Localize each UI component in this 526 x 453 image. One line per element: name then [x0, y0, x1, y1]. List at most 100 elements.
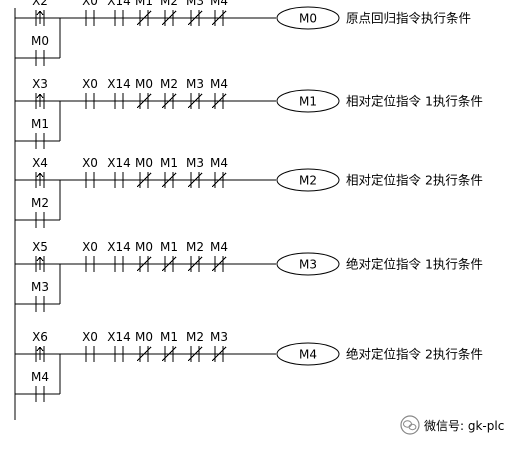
series-contact-label: M2 — [186, 330, 204, 344]
series-contact-label: X14 — [107, 156, 131, 170]
series-contact — [136, 10, 152, 26]
pulse-contact-label: X6 — [32, 330, 48, 344]
series-contact-label: X14 — [107, 330, 131, 344]
series-contact-label: X0 — [82, 77, 98, 91]
output-coil — [276, 252, 340, 276]
series-contact-label: M4 — [210, 0, 228, 8]
pulse-contact-label: X3 — [32, 77, 48, 91]
coil-label: M4 — [299, 348, 317, 362]
series-contact — [114, 93, 124, 109]
series-contact-label: M4 — [210, 156, 228, 170]
output-coil — [276, 89, 340, 113]
coil-label: M2 — [299, 174, 317, 188]
series-contact-label: M3 — [186, 0, 204, 8]
output-coil — [276, 168, 340, 192]
series-contact — [211, 256, 227, 272]
series-contact — [136, 256, 152, 272]
series-contact — [85, 10, 95, 26]
series-contact-label: X0 — [82, 240, 98, 254]
series-contact — [211, 10, 227, 26]
series-contact — [114, 256, 124, 272]
output-coil — [276, 6, 340, 30]
coil-label: M3 — [299, 258, 317, 272]
series-contact-label: M0 — [135, 240, 153, 254]
series-contact — [187, 93, 203, 109]
latch-contact — [35, 50, 45, 66]
pulse-contact-label: X5 — [32, 240, 48, 254]
series-contact — [187, 346, 203, 362]
pulse-contact-label: X2 — [32, 0, 48, 8]
pulse-contact — [35, 346, 45, 362]
latch-contact-label: M2 — [31, 196, 49, 210]
coil-label: M0 — [299, 12, 317, 26]
latch-contact — [35, 386, 45, 402]
series-contact-label: X14 — [107, 0, 131, 8]
series-contact — [187, 10, 203, 26]
series-contact — [187, 256, 203, 272]
series-contact — [211, 172, 227, 188]
series-contact-label: M0 — [135, 330, 153, 344]
pulse-contact-label: X4 — [32, 156, 48, 170]
series-contact — [161, 172, 177, 188]
rung-description: 相对定位指令 2执行条件 — [346, 173, 483, 188]
series-contact — [114, 10, 124, 26]
wechat-icon — [400, 415, 420, 435]
series-contact — [211, 346, 227, 362]
series-contact — [85, 346, 95, 362]
pulse-contact — [35, 93, 45, 109]
series-contact-label: M1 — [135, 0, 153, 8]
series-contact-label: M4 — [210, 240, 228, 254]
series-contact — [161, 93, 177, 109]
latch-contact — [35, 212, 45, 228]
series-contact-label: M0 — [135, 77, 153, 91]
rung-description: 相对定位指令 1执行条件 — [346, 94, 483, 109]
series-contact-label: X14 — [107, 77, 131, 91]
series-contact — [85, 256, 95, 272]
series-contact — [161, 256, 177, 272]
series-contact-label: X0 — [82, 0, 98, 8]
watermark-text: 微信号: gk-plc — [424, 419, 504, 433]
series-contact-label: M2 — [160, 0, 178, 8]
series-contact-label: X14 — [107, 240, 131, 254]
coil-label: M1 — [299, 95, 317, 109]
series-contact-label: M1 — [160, 330, 178, 344]
series-contact-label: M3 — [186, 77, 204, 91]
series-contact-label: X0 — [82, 330, 98, 344]
series-contact — [136, 346, 152, 362]
latch-contact-label: M4 — [31, 370, 49, 384]
series-contact — [114, 172, 124, 188]
series-contact — [85, 172, 95, 188]
rung-description: 绝对定位指令 2执行条件 — [346, 347, 483, 362]
series-contact-label: M2 — [186, 240, 204, 254]
watermark: 微信号: gk-plc — [400, 415, 504, 435]
series-contact-label: M3 — [210, 330, 228, 344]
latch-contact-label: M0 — [31, 34, 49, 48]
latch-contact — [35, 133, 45, 149]
latch-contact — [35, 296, 45, 312]
pulse-contact — [35, 10, 45, 26]
series-contact-label: M2 — [160, 77, 178, 91]
output-coil — [276, 342, 340, 366]
series-contact-label: M1 — [160, 240, 178, 254]
series-contact — [161, 346, 177, 362]
series-contact — [136, 93, 152, 109]
series-contact-label: M3 — [186, 156, 204, 170]
rung-description: 绝对定位指令 1执行条件 — [346, 257, 483, 272]
series-contact-label: M4 — [210, 77, 228, 91]
series-contact-label: X0 — [82, 156, 98, 170]
latch-contact-label: M1 — [31, 117, 49, 131]
series-contact — [85, 93, 95, 109]
series-contact — [187, 172, 203, 188]
latch-contact-label: M3 — [31, 280, 49, 294]
series-contact-label: M1 — [160, 156, 178, 170]
pulse-contact — [35, 256, 45, 272]
rung-description: 原点回归指令执行条件 — [346, 11, 471, 26]
series-contact — [211, 93, 227, 109]
